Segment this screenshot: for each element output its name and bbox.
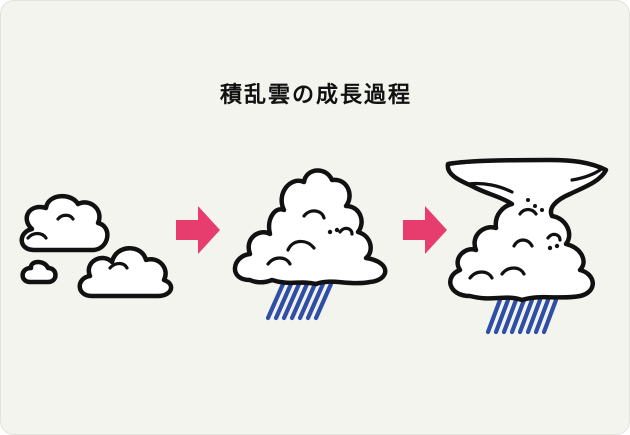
small-clouds-icon (19, 194, 174, 299)
rain-icon (485, 297, 559, 335)
arrow-right-icon (176, 206, 220, 254)
cumulonimbus-anvil-icon (445, 157, 609, 335)
cumulonimbus-growing-icon (232, 168, 388, 321)
rain-icon (265, 281, 334, 321)
arrow-right-icon (403, 206, 447, 254)
diagram-title: 積乱雲の成長過程 (219, 83, 412, 108)
